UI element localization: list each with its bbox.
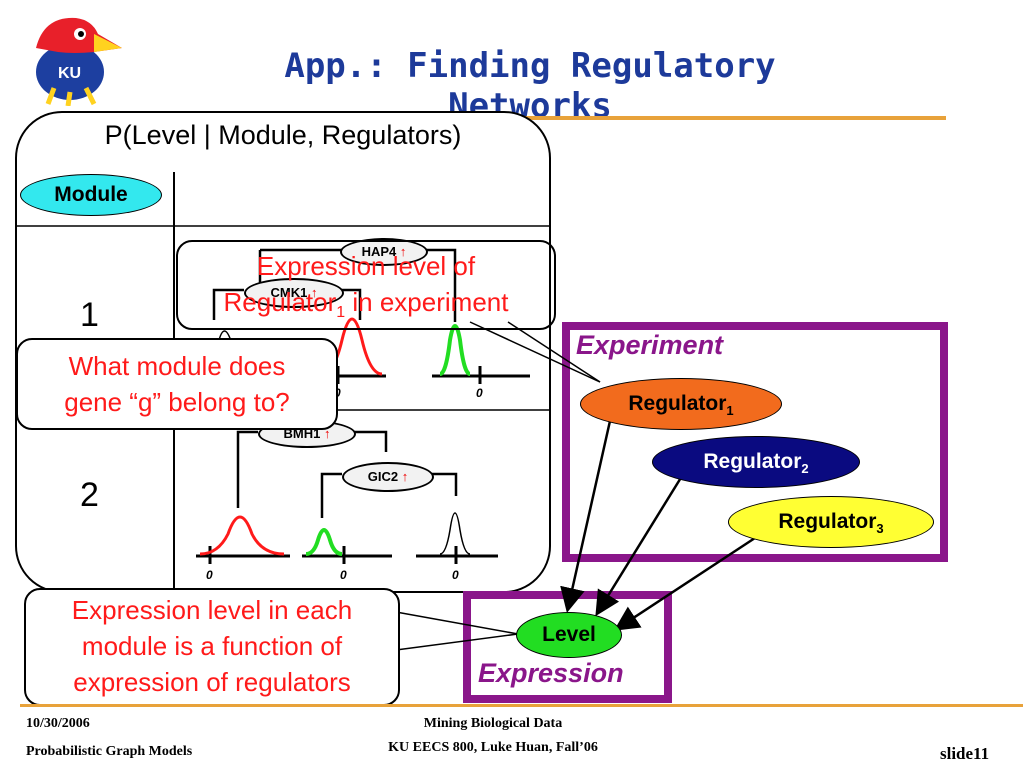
callout-line: Expression level of [256, 251, 476, 281]
experiment-label: Experiment [576, 330, 724, 360]
regulator-3-sub: 3 [876, 521, 884, 537]
up-arrow-icon: ↑ [399, 244, 407, 259]
callout-expression-function: Expression level in each module is a fun… [24, 588, 400, 706]
callout-regulator-expression: Expression level of Regulator1 in experi… [176, 240, 556, 330]
regulator-1-sub: 1 [726, 403, 734, 419]
node-cmk1: CMK1 ↑ [244, 278, 344, 308]
footer-topic: Mining Biological Data [423, 716, 563, 731]
node-hap4-label: HAP4 [361, 244, 397, 259]
callout-line: Expression level in each [71, 595, 353, 625]
regulator-2-sub: 2 [801, 461, 809, 477]
footer-course-info: KU EECS 800, Luke Huan, Fall’06 [388, 740, 598, 755]
callout-in-experiment: in experiment [345, 287, 509, 317]
zero-label: 0 [476, 386, 483, 400]
expression-label: Expression [478, 658, 624, 688]
slide-number: slide11 [940, 744, 990, 763]
footer-date: 10/30/2006 [26, 716, 90, 731]
footer-course: Probabilistic Graph Models [26, 744, 193, 759]
callout-regulator-word: Regulator [223, 287, 337, 317]
regulator-1-label: Regulator [628, 392, 727, 415]
module-pill: Module [20, 174, 162, 216]
zero-label: 0 [340, 568, 347, 582]
callout-line: module is a function of [81, 631, 343, 661]
node-gic2-label: GIC2 [367, 469, 399, 484]
regulator-2-pill: Regulator2 [652, 436, 860, 488]
regulator-2-label: Regulator [703, 450, 802, 473]
node-gic2: GIC2 ↑ [342, 462, 434, 492]
model-header: P(Level | Module, Regulators) [104, 120, 462, 150]
regulator-3-pill: Regulator3 [728, 496, 934, 548]
row-number-1: 1 [80, 296, 99, 334]
footer-divider [20, 704, 1023, 707]
logo-text: KU [58, 65, 81, 82]
zero-label: 0 [206, 568, 213, 582]
callout-line: gene “g” belong to? [64, 387, 290, 417]
zero-label: 0 [452, 568, 459, 582]
callout-module-question: What module does gene “g” belong to? [16, 338, 338, 430]
up-arrow-icon: ↑ [323, 426, 331, 441]
callout-regulator-sub: 1 [336, 304, 346, 322]
regulator-1-pill: Regulator1 [580, 378, 782, 430]
callout-line: Regulator1 in experiment [178, 284, 554, 331]
level-pill: Level [516, 612, 622, 658]
node-cmk1-label: CMK1 [270, 285, 308, 300]
row-number-2: 2 [80, 476, 99, 514]
node-hap4: HAP4 ↑ [340, 238, 428, 266]
regulator-3-label: Regulator [778, 510, 877, 533]
up-arrow-icon: ↑ [401, 469, 409, 484]
slide-title: App.: Finding Regulatory Networks [284, 46, 776, 126]
ku-jayhawk-logo: KU [36, 17, 122, 106]
callout-line: expression of regulators [73, 667, 351, 697]
up-arrow-icon: ↑ [310, 285, 318, 300]
callout-line: What module does [68, 351, 286, 381]
